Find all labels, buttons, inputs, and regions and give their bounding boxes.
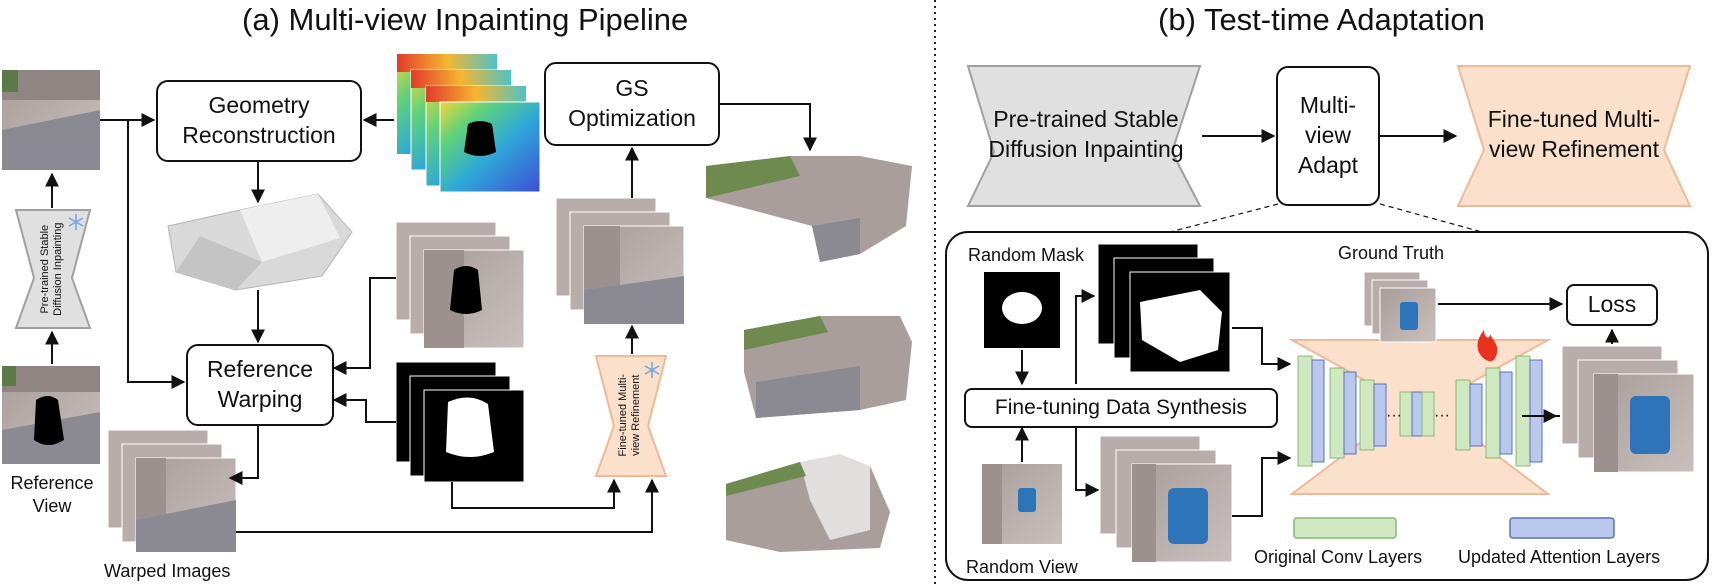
synthesized-mask-stack	[1097, 243, 1231, 373]
ground-truth-image-stack	[1363, 271, 1437, 343]
reference-view-image-masked	[2, 366, 100, 464]
legend-conv-label: Original Conv Layers	[1254, 547, 1423, 567]
flame-icon	[1477, 330, 1498, 362]
random-mask-label: Random Mask	[968, 245, 1085, 265]
mask-stack	[395, 361, 525, 483]
unet-ellipsis-left: ···	[1386, 407, 1402, 424]
unet-ellipsis-right: ···	[1434, 407, 1450, 424]
loss-box: Loss	[1566, 284, 1658, 326]
reconstruction-result-3	[726, 454, 890, 552]
adaptation-detail-panel	[945, 231, 1709, 581]
reference-view-image-top	[2, 70, 100, 170]
synthesized-view-stack	[1099, 435, 1233, 563]
warped-image-stack	[107, 429, 237, 553]
reconstruction-result-1	[706, 156, 912, 262]
pretrained-hourglass-right	[966, 65, 1202, 207]
random-view-image	[982, 464, 1062, 544]
reconstruction-result-2	[744, 316, 912, 418]
masked-image-stack	[395, 221, 525, 349]
depth-map-stack	[397, 54, 541, 193]
legend-attn-label: Updated Attention Layers	[1458, 547, 1661, 567]
finetuned-hourglass-left	[594, 355, 668, 477]
snowflake-icon	[644, 362, 660, 378]
unet-layers	[1297, 355, 1543, 467]
finetuned-hourglass-left-label: Fine-tuned Multi-view Refinement	[616, 373, 642, 457]
finetuned-hourglass-right	[1456, 65, 1692, 207]
pretrained-hourglass-left	[14, 209, 92, 329]
left-title: (a) Multi-view Inpainting Pipeline	[242, 2, 689, 37]
data-synthesis-box: Fine-tuning Data Synthesis	[964, 388, 1278, 428]
ground-truth-label: Ground Truth	[1338, 243, 1445, 263]
gs-input-image-stack	[555, 197, 685, 325]
finetuned-right-label: Fine-tuned Multi-view Refinement	[1487, 106, 1661, 162]
warped-images-label: Warped Images	[104, 561, 231, 581]
legend-swatch-attn	[1509, 517, 1615, 539]
random-view-label: Random View	[966, 557, 1078, 577]
right-title: (b) Test-time Adaptation	[1158, 2, 1485, 37]
output-view-stack	[1561, 345, 1695, 473]
snowflake-icon	[68, 214, 84, 230]
geometry-mesh	[167, 193, 353, 291]
legend-swatch-conv	[1293, 517, 1397, 539]
